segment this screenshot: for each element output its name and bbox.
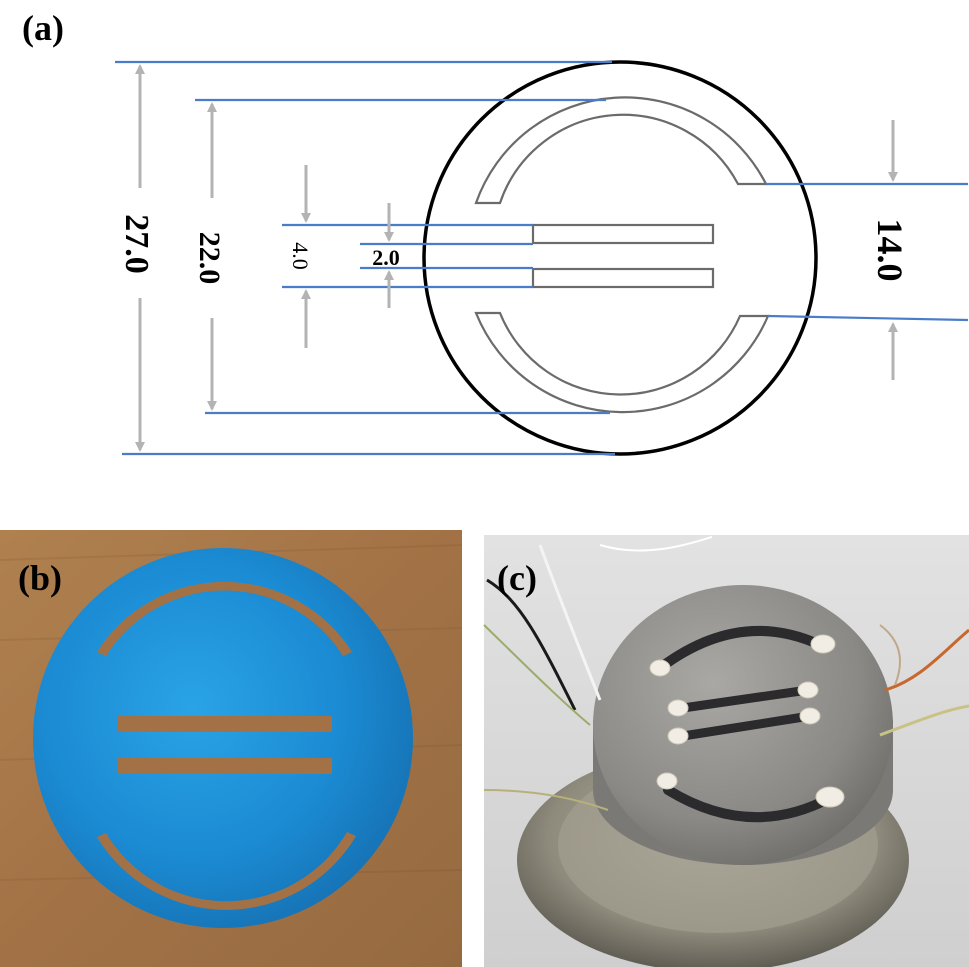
upper-straight-slot bbox=[531, 223, 715, 245]
dim-label-2: 2.0 bbox=[372, 245, 400, 270]
blue-disk bbox=[33, 548, 413, 928]
panel-b-label: (b) bbox=[18, 558, 62, 598]
dimension-lines bbox=[115, 60, 969, 456]
dim-label-22: 22.0 bbox=[193, 232, 226, 285]
dim-label-14: 14.0 bbox=[870, 219, 910, 282]
lead-wires bbox=[483, 536, 969, 811]
blue-disk-bottom-arc bbox=[97, 832, 356, 910]
panel-a-label: (a) bbox=[22, 8, 64, 48]
outer-disk-outline bbox=[422, 60, 818, 456]
panel-c-label: (c) bbox=[497, 558, 537, 598]
blue-disk-top-arc bbox=[97, 581, 352, 656]
panel-c-photo: (c) bbox=[483, 535, 969, 967]
bottom-arc-slot bbox=[474, 311, 770, 414]
sensor-straight-slots bbox=[678, 685, 815, 741]
dim-label-4: 4.0 bbox=[288, 242, 313, 270]
glue-dots bbox=[649, 634, 845, 808]
panel-a-schematic: (a) bbox=[22, 8, 969, 456]
panel-b-photo: (b) bbox=[0, 530, 463, 967]
sensor-slot-pattern bbox=[655, 625, 835, 823]
lower-straight-slot bbox=[531, 267, 715, 289]
top-arc-slot bbox=[474, 96, 768, 205]
dimension-arrows bbox=[135, 64, 898, 452]
blue-disk-lower-slot bbox=[118, 758, 332, 774]
blue-disk-upper-slot bbox=[118, 716, 332, 732]
dim-label-27: 27.0 bbox=[118, 214, 155, 274]
